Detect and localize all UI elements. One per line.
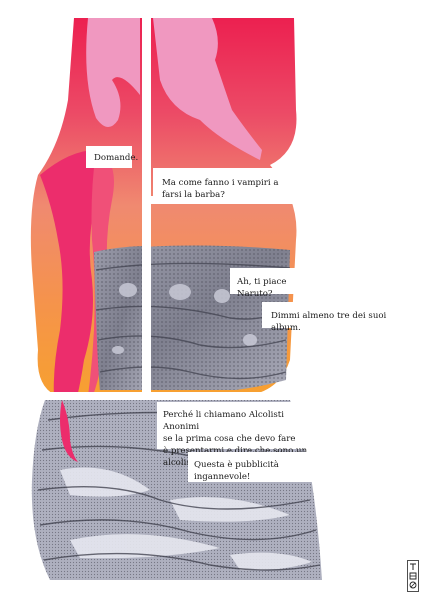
caption-album: Dimmi almeno tre dei suoi album.: [262, 302, 400, 333]
caption-pubblicita: Questa è pubblicità ingannevole!: [188, 452, 320, 482]
caption-naruto: Ah, ti piace Naruto?: [230, 268, 318, 299]
caption-vampiri: Ma come fanno i vampiri a farsi la barba…: [153, 168, 295, 200]
caption-domande: Domande.: [86, 146, 138, 168]
dress-folds: [95, 262, 291, 380]
caption-alcolisti: Perché li chiamano Alcolisti Anonimi se …: [157, 402, 317, 468]
artist-signature-icon: [407, 560, 419, 592]
dress-upper-left: [94, 246, 142, 390]
panel-gutters: [0, 0, 424, 400]
dress-highlights: [112, 283, 257, 354]
